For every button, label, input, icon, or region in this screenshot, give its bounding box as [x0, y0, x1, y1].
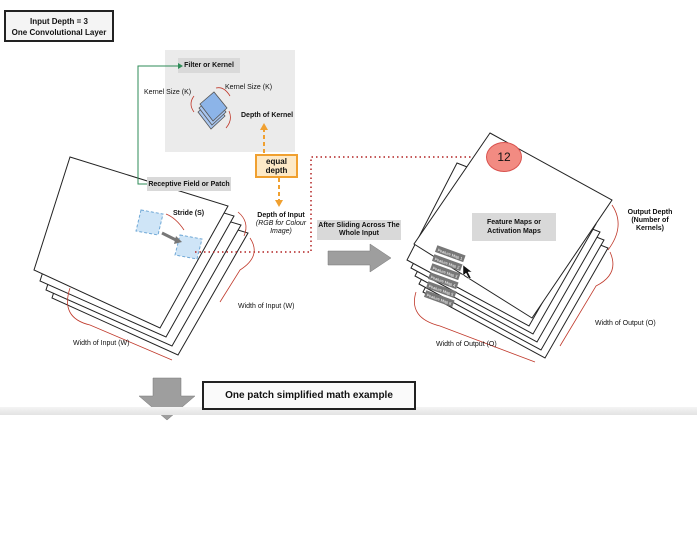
receptive-patch-2	[174, 234, 203, 260]
stride-arrow	[161, 231, 177, 242]
kernel-size-curve-top	[215, 87, 231, 97]
input-width-bracket-right	[219, 237, 255, 303]
depth-of-input-note-1: (RGB for Colour	[255, 220, 307, 227]
kernel-size-top-label: Kernel Size (K)	[225, 84, 273, 91]
output-depth-badge: 12	[486, 142, 522, 172]
input-depth-bracket	[237, 211, 247, 237]
feature-maps-line-2: Activation Maps	[487, 228, 541, 235]
output-width-bracket-right	[559, 251, 614, 347]
orange-down-head	[275, 200, 283, 207]
output-depth-line-1: Output Depth	[627, 209, 673, 216]
title-box: Input Depth = 3 One Convolutional Layer	[4, 10, 114, 42]
receptive-field-label: Receptive Field or Patch	[147, 177, 231, 191]
green-connector-head	[178, 63, 183, 69]
sliding-line-2: Whole Input	[338, 230, 380, 237]
filter-kernel-label: Filter or Kernel	[178, 58, 240, 73]
receptive-patch-1	[135, 209, 164, 236]
section-divider	[0, 407, 697, 415]
equal-line-2: depth	[265, 166, 288, 175]
title-line-1: Input Depth = 3	[30, 17, 88, 26]
red-dotted-path	[195, 156, 486, 253]
output-depth-line-2: (Number of	[631, 217, 669, 224]
title-line-2: One Convolutional Layer	[11, 28, 107, 37]
output-width-bracket-left	[414, 291, 536, 363]
feature-maps-line-1: Feature Maps or	[486, 219, 542, 226]
stride-arrow-head	[174, 236, 182, 244]
slide-arrow	[327, 243, 392, 273]
kernel-size-left-label: Kernel Size (K)	[144, 89, 192, 96]
kernel-depth-curve	[225, 110, 231, 129]
depth-of-input-label: Depth of Input	[257, 212, 305, 219]
stride-curve	[165, 213, 185, 231]
math-example-box: One patch simplified math example	[202, 381, 416, 410]
output-depth-line-3: Kernels)	[635, 225, 664, 232]
width-of-output-left-label: Width of Output (O)	[436, 341, 497, 348]
width-of-input-left-label: Width of Input (W)	[73, 340, 130, 347]
output-depth-bracket	[607, 204, 619, 251]
kernel-cube	[197, 91, 228, 130]
kernel-size-curve-left	[190, 95, 195, 113]
sliding-label: After Sliding Across The Whole Input	[317, 220, 401, 240]
kernel-depth-label: Depth of Kernel	[241, 112, 294, 119]
width-of-output-right-label: Width of Output (O)	[595, 320, 656, 327]
input-layer-stack	[33, 156, 249, 356]
depth-of-input-note-2: Image)	[270, 228, 292, 235]
equal-depth-box: equal depth	[255, 154, 298, 178]
stride-label: Stride (S)	[173, 210, 205, 217]
orange-up-head	[260, 123, 268, 130]
width-of-input-right-label: Width of Input (W)	[238, 303, 295, 310]
green-connector	[137, 65, 178, 185]
sliding-line-1: After Sliding Across The	[318, 222, 400, 229]
equal-line-1: equal	[266, 157, 287, 166]
feature-maps-label: Feature Maps or Activation Maps	[472, 213, 556, 241]
input-width-bracket-left	[67, 287, 173, 361]
mouse-cursor-icon	[462, 264, 473, 280]
